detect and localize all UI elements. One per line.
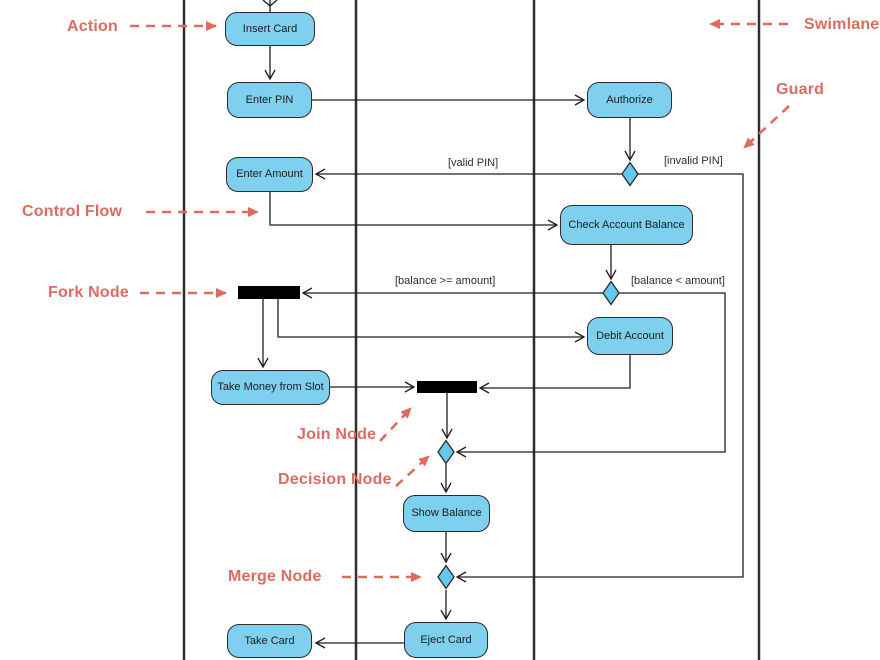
annotation-arrow-join-node — [379, 407, 412, 442]
annotation-merge-node: Merge Node — [228, 568, 322, 585]
annotation-control-flow: Control Flow — [22, 203, 123, 220]
annotation-fork-node: Fork Node — [48, 284, 129, 301]
fork-node-bar — [238, 286, 300, 299]
annotation-decision-node: Decision Node — [278, 471, 392, 488]
flow-fork-to-debit-account — [277, 299, 586, 343]
action-take-card: Take Card — [227, 624, 312, 658]
annotation-guard: Guard — [776, 81, 825, 98]
decision-node-balance — [602, 280, 620, 306]
join-node-bar — [417, 381, 477, 393]
guard-valid-pin: [valid PIN] — [448, 157, 499, 169]
flow-decision-invalid-pin-to-merge — [455, 173, 744, 583]
flow-decision-balance-lt-to-decision — [455, 292, 726, 458]
guard-invalid-pin: [invalid PIN] — [664, 155, 723, 167]
annotation-swimlane: Swimlane — [804, 16, 880, 33]
decision-node-show — [437, 439, 455, 465]
annotation-arrow-guard — [743, 105, 790, 149]
flow-enter-amount-to-check-balance — [269, 192, 559, 231]
guard-balance-lt-amount: [balance < amount] — [631, 275, 725, 287]
annotation-join-node: Join Node — [297, 426, 377, 443]
annotation-arrow-decision-node — [395, 455, 430, 487]
action-enter-amount: Enter Amount — [226, 157, 313, 192]
flow-initial-arrowhead — [262, 0, 278, 7]
action-debit-account: Debit Account — [587, 317, 673, 355]
flow-debit-account-to-join — [478, 355, 631, 394]
action-take-money-from-slot: Take Money from Slot — [211, 370, 330, 405]
action-eject-card: Eject Card — [404, 622, 488, 658]
action-check-account-balance: Check Account Balance — [560, 205, 693, 245]
guard-balance-ge-amount: [balance >= amount] — [395, 275, 496, 287]
annotation-action: Action — [67, 18, 118, 35]
action-enter-pin: Enter PIN — [227, 82, 312, 118]
action-insert-card: Insert Card — [225, 12, 315, 46]
action-show-balance: Show Balance — [403, 495, 490, 532]
decision-node-pin — [621, 161, 639, 187]
merge-node — [437, 564, 455, 590]
action-authorize: Authorize — [587, 82, 672, 118]
